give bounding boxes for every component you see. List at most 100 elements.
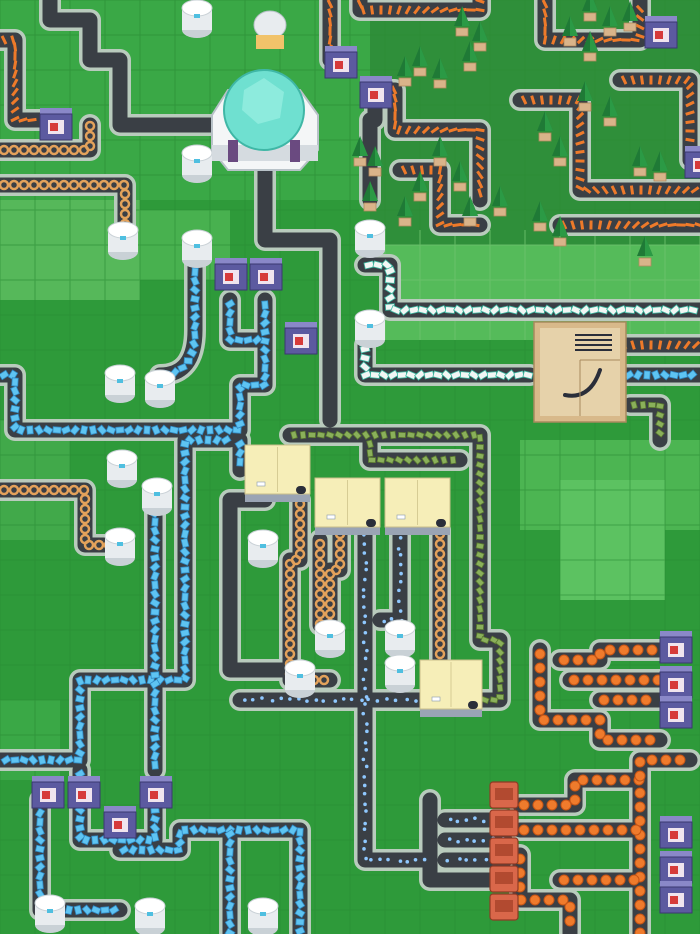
- factory-icon: [645, 16, 677, 48]
- orange-item: [633, 645, 643, 655]
- water-item: [227, 318, 234, 326]
- water-item: [74, 757, 82, 764]
- wood-item: [393, 111, 396, 120]
- orange-item: [533, 825, 543, 835]
- orange-item: [625, 675, 635, 685]
- factory-icon: [140, 776, 172, 808]
- dot-item: [364, 668, 368, 672]
- paper-item: [472, 307, 481, 314]
- factory-icon: [660, 666, 692, 698]
- water-item: [92, 836, 99, 844]
- dot-item: [456, 840, 460, 844]
- water-item: [296, 919, 304, 926]
- dot-item: [364, 657, 368, 661]
- dot-item: [363, 614, 367, 618]
- water-item: [227, 848, 234, 856]
- box-item: [476, 624, 483, 629]
- dot-item: [390, 617, 394, 621]
- orange-item: [647, 755, 657, 765]
- water-item: [182, 476, 189, 484]
- dot-item: [397, 600, 401, 604]
- factory-icon: [325, 46, 357, 78]
- orange-item: [559, 875, 569, 885]
- paper-item: [487, 372, 496, 379]
- water-item: [27, 426, 34, 434]
- box-item: [640, 401, 646, 409]
- orange-item: [635, 788, 645, 798]
- orange-item: [611, 675, 621, 685]
- factory-icon: [360, 76, 392, 108]
- dot-item: [369, 858, 373, 862]
- orange-item: [619, 645, 629, 655]
- office-building-icon: [245, 445, 310, 502]
- orange-item: [635, 914, 645, 924]
- orange-item: [606, 775, 616, 785]
- orange-item: [639, 675, 649, 685]
- dot-item: [405, 860, 409, 864]
- dot-item: [321, 699, 325, 703]
- dot-item: [405, 698, 409, 702]
- dot-item: [399, 572, 403, 576]
- water-item: [151, 672, 159, 679]
- orange-item: [567, 715, 577, 725]
- dot-item: [363, 551, 367, 555]
- office-building-icon: [385, 478, 450, 535]
- dot-item: [363, 578, 367, 582]
- water-item: [139, 846, 146, 854]
- orange-item: [519, 825, 529, 835]
- orange-item: [544, 895, 554, 905]
- orange-item: [535, 691, 545, 701]
- water-item: [180, 440, 189, 448]
- orange-item: [535, 705, 545, 715]
- water-item: [208, 827, 216, 834]
- silo-icon: [107, 450, 137, 488]
- water-item: [225, 875, 234, 883]
- water-item: [77, 731, 84, 739]
- factory-icon: [32, 776, 64, 808]
- water-item: [644, 371, 651, 379]
- dot-item: [449, 818, 453, 822]
- silo-icon: [285, 660, 315, 698]
- orange-item: [635, 844, 645, 854]
- dot-item: [251, 698, 255, 702]
- orange-item: [635, 802, 645, 812]
- orange-item: [631, 735, 641, 745]
- dot-item: [364, 809, 368, 813]
- orange-item: [635, 900, 645, 910]
- orange-item: [641, 695, 651, 705]
- water-item: [111, 677, 119, 684]
- orange-item: [535, 663, 545, 673]
- water-item: [262, 301, 269, 309]
- silo-icon: [315, 620, 345, 658]
- box-item: [367, 449, 373, 457]
- factory-icon: [660, 881, 692, 913]
- dot-item: [458, 857, 462, 861]
- dot-item: [362, 588, 366, 592]
- box-item: [398, 432, 405, 437]
- water-item: [152, 698, 159, 706]
- water-item: [152, 761, 159, 769]
- water-item: [152, 581, 159, 589]
- dot-item: [362, 678, 366, 682]
- water-item: [182, 656, 189, 664]
- dot-item: [362, 775, 366, 779]
- orange-item: [627, 695, 637, 705]
- wood-item: [429, 165, 432, 174]
- water-item: [101, 907, 109, 914]
- water-item: [181, 567, 189, 574]
- wood-item: [13, 51, 16, 60]
- dot-item: [271, 699, 275, 703]
- factory-icon: [660, 631, 692, 663]
- dot-item: [363, 542, 367, 546]
- orange-item: [535, 649, 545, 659]
- dot-item: [399, 553, 403, 557]
- dot-item: [364, 631, 368, 635]
- dot-item: [362, 595, 366, 599]
- dot-item: [333, 699, 337, 703]
- warehouse-icon: [490, 894, 518, 920]
- paper-item: [385, 277, 394, 284]
- orange-item: [603, 735, 613, 745]
- silo-icon: [182, 145, 212, 183]
